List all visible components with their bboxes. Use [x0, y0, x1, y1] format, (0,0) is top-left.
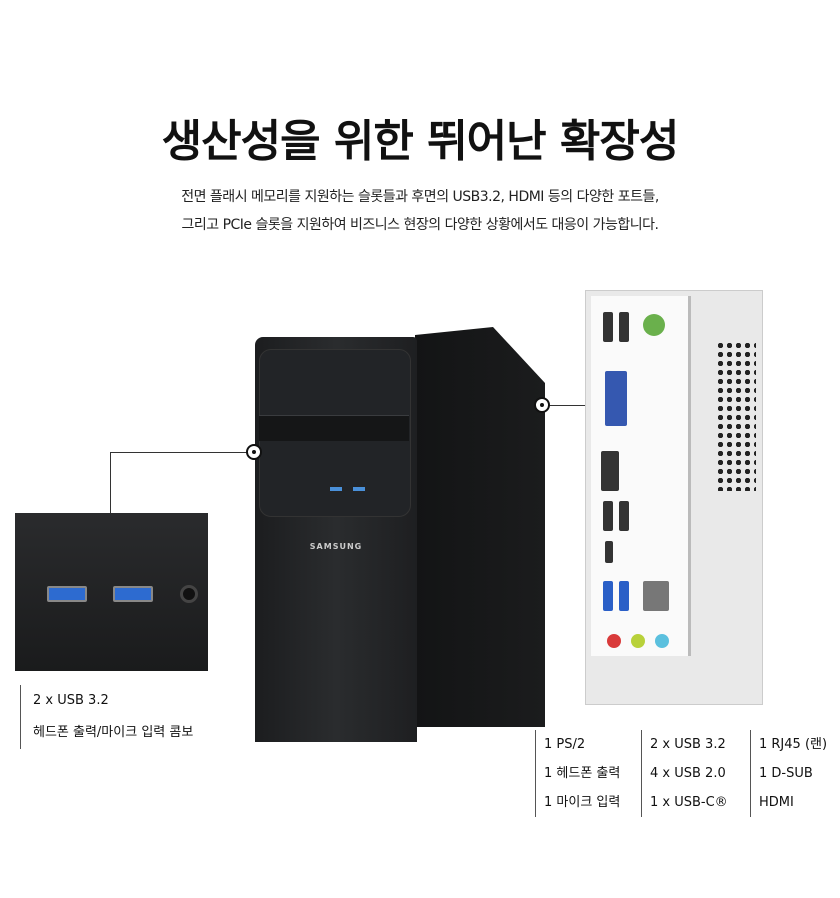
spec-item: 1 RJ45 (랜)	[759, 737, 828, 752]
spec-item: 1 헤드폰 출력	[544, 766, 621, 781]
spec-item: 1 x USB-C®	[650, 795, 728, 810]
desktop-tower-image: SAMSUNG SAMSUNG	[255, 327, 545, 742]
spec-item: 1 D-SUB	[759, 766, 813, 781]
subtitle-line-2: 그리고 PCIe 슬롯을 지원하여 비즈니스 현장의 다양한 상황에서도 대응이…	[181, 217, 659, 233]
spec-item: 1 마이크 입력	[544, 795, 621, 810]
rear-spec-column-2: 2 x USB 3.2 4 x USB 2.0 1 x USB-C®	[641, 730, 728, 817]
spec-item: 1 PS/2	[544, 737, 586, 752]
rear-spec-column-3: 1 RJ45 (랜) 1 D-SUB HDMI	[750, 730, 827, 817]
front-usb-port	[353, 487, 365, 491]
audio-jack	[180, 585, 198, 603]
spec-item: 2 x USB 3.2	[650, 737, 726, 752]
rear-callout-dot	[534, 397, 550, 413]
rear-spec-column-1: 1 PS/2 1 헤드폰 출력 1 마이크 입력	[535, 730, 620, 817]
front-usb-port	[330, 487, 342, 491]
front-ports-text: 2 x USB 3.2 헤드폰 출력/마이크 입력 콤보	[20, 685, 193, 749]
tower-front-panel: SAMSUNG	[255, 337, 417, 742]
spec-item: HDMI	[759, 795, 794, 810]
rear-panel-closeup	[585, 290, 763, 705]
front-ports-closeup	[15, 513, 208, 671]
io-plate	[591, 296, 691, 656]
spec-item: 4 x USB 2.0	[650, 766, 726, 781]
usb-port	[47, 586, 87, 602]
page-title: 생산성을 위한 뛰어난 확장성	[161, 116, 680, 167]
front-port-audio: 헤드폰 출력/마이크 입력 콤보	[33, 725, 194, 740]
optical-drive	[259, 415, 409, 441]
subtitle-line-1: 전면 플래시 메모리를 지원하는 슬롯들과 후면의 USB3.2, HDMI 등…	[181, 189, 659, 205]
front-callout-dot	[246, 444, 262, 460]
vent-grille	[716, 341, 756, 491]
usb-port	[113, 586, 153, 602]
front-brand-logo: SAMSUNG	[309, 542, 363, 551]
front-port-usb: 2 x USB 3.2	[33, 693, 109, 708]
tower-side-panel: SAMSUNG	[415, 327, 545, 727]
